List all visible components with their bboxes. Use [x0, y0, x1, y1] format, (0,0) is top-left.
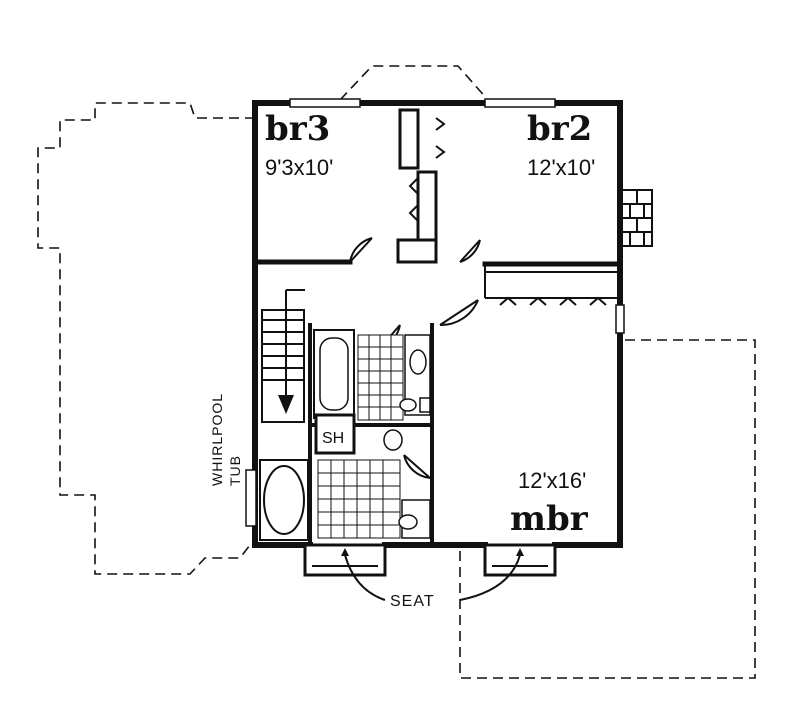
- stairs: [261, 289, 305, 423]
- chimney: [621, 189, 653, 247]
- shower-label: SH: [322, 430, 344, 447]
- right-window: [615, 304, 625, 334]
- br3-name: br3: [265, 109, 330, 149]
- br3-size: 9'3x10': [265, 155, 333, 180]
- bay-outline-top: [339, 65, 489, 101]
- mbr-size: 12'x16': [518, 468, 586, 493]
- whirlpool-label-line2: TUB: [227, 455, 243, 486]
- whirlpool-tub: [245, 459, 309, 541]
- whirlpool-label: WHIRLPOOL TUB: [209, 393, 243, 486]
- br2-size: 12'x10': [527, 155, 595, 180]
- bath-tile-upper: [357, 334, 404, 421]
- porch-outline-right: [459, 339, 756, 679]
- bathtub: [313, 329, 355, 419]
- top-windows: [289, 98, 556, 108]
- seat-arrows: [341, 548, 524, 601]
- seat-label: SEAT: [390, 593, 435, 610]
- whirlpool-label-line1: WHIRLPOOL: [209, 393, 225, 486]
- vanity-toilet-upper: [399, 334, 431, 416]
- bath-tile-lower: [317, 459, 401, 539]
- br2-name: br2: [527, 109, 592, 149]
- lower-roof-outline-left: [37, 102, 255, 575]
- vanity-toilet-lower: [383, 429, 431, 539]
- mbr-name: mbr: [510, 499, 589, 539]
- shower: [314, 413, 356, 455]
